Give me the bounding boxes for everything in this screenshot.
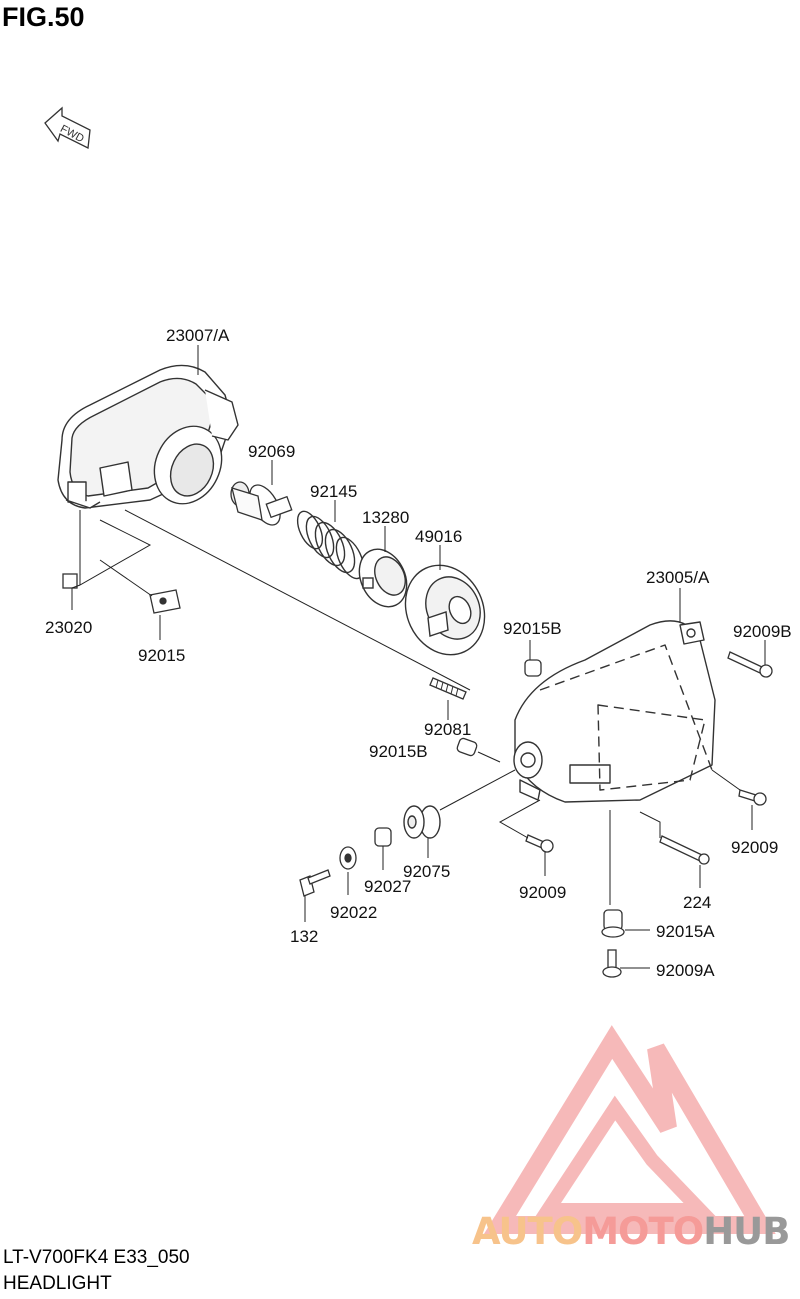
collar-92015a bbox=[601, 909, 625, 938]
part-label-92015b-top: 92015B bbox=[503, 619, 562, 638]
figure-title: FIG.50 bbox=[2, 2, 85, 32]
front-headlight-housing bbox=[57, 364, 239, 509]
part-label-23020: 23020 bbox=[45, 618, 93, 637]
part-label-92009b: 92009B bbox=[733, 622, 792, 641]
watermark-part-3: HUB bbox=[703, 1210, 790, 1253]
spring bbox=[296, 510, 365, 580]
part-label-49016: 49016 bbox=[415, 527, 463, 546]
part-label-132: 132 bbox=[290, 927, 319, 946]
bulb-retainer bbox=[358, 548, 408, 608]
part-label-23007a: 23007/A bbox=[166, 326, 230, 345]
rear-headlight-housing bbox=[513, 620, 716, 803]
part-label-92009-bottom: 92009 bbox=[519, 883, 567, 902]
watermark-text: AUTOMOTOHUB bbox=[472, 1210, 790, 1253]
leader-lines bbox=[71, 345, 766, 969]
part-label-92009a: 92009A bbox=[656, 961, 715, 980]
collar-92027 bbox=[374, 827, 392, 847]
part-label-92015a: 92015A bbox=[656, 922, 715, 941]
screw-92009b bbox=[727, 651, 773, 678]
nut-clip-92015 bbox=[149, 589, 181, 614]
adjusting-screw bbox=[429, 677, 467, 700]
collar-92015b-top bbox=[524, 659, 542, 677]
long-screw-224 bbox=[659, 835, 710, 865]
part-label-92081: 92081 bbox=[424, 720, 472, 739]
part-label-92145: 92145 bbox=[310, 482, 358, 501]
part-label-92027: 92027 bbox=[364, 877, 412, 896]
part-label-92069: 92069 bbox=[248, 442, 296, 461]
washer bbox=[339, 846, 357, 870]
collar-92015b-mid bbox=[456, 737, 478, 757]
socket-cover bbox=[404, 564, 486, 656]
watermark-part-1: AUTO bbox=[472, 1210, 583, 1253]
screw-92009-right bbox=[738, 789, 767, 806]
screw-92009-bottom bbox=[525, 834, 554, 853]
watermark-logo bbox=[483, 1025, 776, 1234]
part-label-13280: 13280 bbox=[362, 508, 410, 527]
grommet bbox=[403, 805, 441, 839]
part-label-224: 224 bbox=[683, 893, 712, 912]
part-label-92009-right: 92009 bbox=[731, 838, 779, 857]
part-label-92015: 92015 bbox=[138, 646, 186, 665]
part-label-92075: 92075 bbox=[403, 862, 451, 881]
model-code: LT-V700FK4 E33_050 bbox=[3, 1247, 190, 1268]
fwd-arrow-icon: FWD bbox=[44, 106, 91, 149]
screw-92009a bbox=[602, 949, 622, 978]
headlight-bulb bbox=[230, 481, 293, 526]
section-caption: HEADLIGHT bbox=[3, 1273, 112, 1294]
part-label-23005a: 23005/A bbox=[646, 568, 710, 587]
part-label-92022: 92022 bbox=[330, 903, 378, 922]
bolt-132 bbox=[299, 869, 331, 897]
watermark-part-2: MOTO bbox=[582, 1210, 704, 1253]
clip-23020 bbox=[62, 573, 78, 589]
part-label-92015b-mid: 92015B bbox=[369, 742, 428, 761]
